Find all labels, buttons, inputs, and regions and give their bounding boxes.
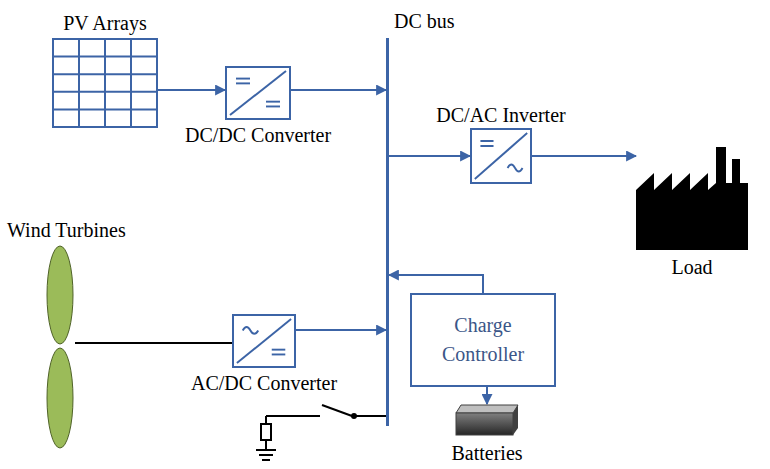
ground-switch-symbol (256, 405, 386, 460)
node-label: Batteries (451, 442, 522, 464)
node-label: Wind Turbines (7, 219, 126, 241)
pv-array-grid (52, 38, 158, 128)
battery-block (455, 404, 519, 436)
node-label: Load (671, 256, 712, 278)
factory-silhouette (636, 145, 748, 250)
node-label: DC/DC Converter (185, 124, 331, 146)
node-label: PV Arrays (63, 12, 147, 34)
node-label: DC bus (394, 10, 455, 32)
dc-dc-converter: DC/DC Converter (225, 66, 291, 120)
connector-arrow (532, 155, 636, 157)
pv-array: PV Arrays (52, 38, 158, 128)
ac-dc-converter: AC/DC Converter (232, 314, 296, 368)
connector-arrow (389, 155, 470, 157)
connector-arrow (75, 342, 232, 344)
converter-symbol (227, 68, 289, 118)
connector-arrow (486, 387, 488, 404)
converter-symbol (472, 130, 530, 182)
dc-ac-inverter: DC/AC Inverter (470, 128, 532, 184)
charge-controller: Charge Controller (410, 293, 556, 387)
node-label: AC/DC Converter (191, 372, 337, 394)
bus-bar (386, 38, 389, 426)
connector-arrow (389, 275, 483, 293)
connector-arrow (158, 89, 225, 91)
wind-turbine: Wind Turbines (45, 245, 75, 450)
load-factory: Load (636, 145, 748, 250)
battery: Batteries (455, 404, 519, 436)
dc-bus: DC bus (386, 38, 389, 426)
converter-symbol (234, 316, 294, 366)
node-label: Charge Controller (427, 311, 539, 369)
node-label: DC/AC Inverter (436, 104, 565, 126)
connector-arrow (291, 89, 386, 91)
wind-turbine (45, 245, 75, 450)
connector-arrow (296, 329, 386, 331)
